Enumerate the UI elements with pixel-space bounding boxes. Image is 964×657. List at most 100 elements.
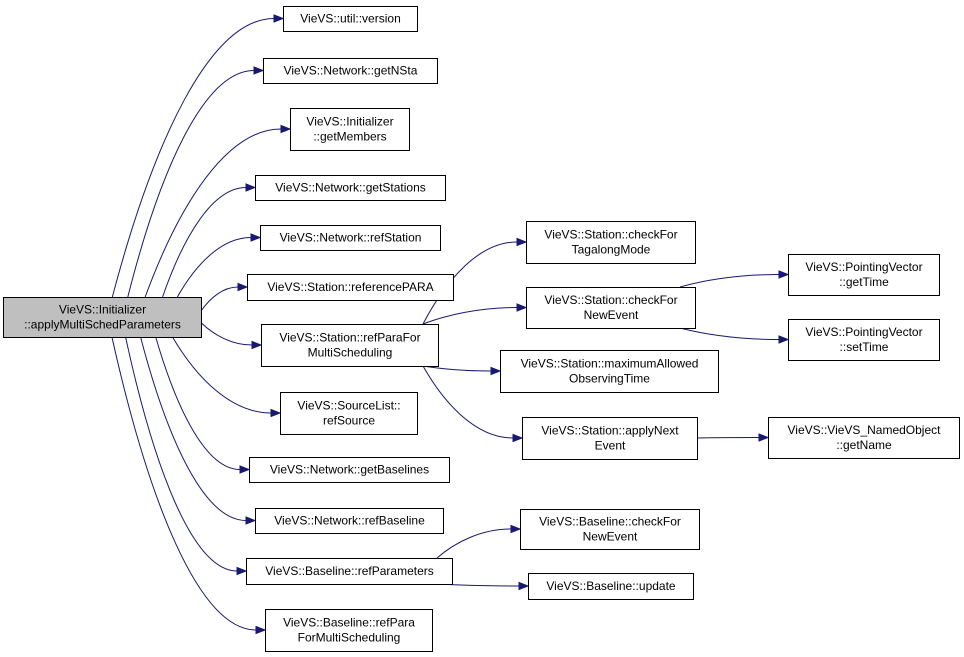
call-edge-root-to-net_refBaseline xyxy=(140,336,257,525)
call-edge-sta_refParaMS-to-sta_maxObs xyxy=(422,365,502,376)
call-edge-root-to-bl_refParameters xyxy=(125,336,248,576)
edge-arrowhead xyxy=(245,183,257,192)
edge-line xyxy=(127,70,255,298)
node-box xyxy=(283,6,418,32)
node-box xyxy=(526,287,696,329)
edge-line xyxy=(111,18,275,298)
node-no-getName[interactable]: VieVS::VieVS_NamedObject::getName xyxy=(768,417,960,459)
edge-arrowhead xyxy=(239,465,251,474)
node-util-version[interactable]: VieVS::util::version xyxy=(283,6,418,32)
node-label-line: ForMultiScheduling xyxy=(298,631,401,645)
edge-arrowhead xyxy=(253,66,265,75)
edge-line xyxy=(679,327,780,340)
edge-arrowhead xyxy=(518,581,530,591)
call-edge-root-to-net_getBaselines xyxy=(155,336,251,474)
node-box xyxy=(522,417,698,460)
node-box xyxy=(249,457,450,483)
node-label-line: NewEvent xyxy=(583,530,638,544)
edge-line xyxy=(200,322,253,346)
node-box xyxy=(265,609,433,652)
node-box xyxy=(788,319,940,361)
node-label-line: VieVS::Initializer xyxy=(306,115,393,129)
node-label-line: ::applyMultiSchedParameters xyxy=(24,318,181,332)
edge-line xyxy=(144,128,282,298)
node-label-line: ::getTime xyxy=(839,275,889,289)
edge-line xyxy=(155,336,241,470)
edge-line xyxy=(172,336,272,414)
node-bl-refParameters[interactable]: VieVS::Baseline::refParameters xyxy=(246,558,453,585)
node-label-line: VieVS::Network::refStation xyxy=(280,231,422,245)
node-label-line: VieVS::Baseline::checkFor xyxy=(539,515,681,529)
edge-line xyxy=(422,241,518,325)
node-box xyxy=(255,508,444,534)
node-box xyxy=(788,254,940,296)
node-net-getStations[interactable]: VieVS::Network::getStations xyxy=(255,175,446,201)
call-edge-sta_newEvent-to-pv_getTime xyxy=(679,270,790,288)
node-label-line: TagalongMode xyxy=(572,243,651,257)
node-sta-refParaMS[interactable]: VieVS::Station::refParaForMultiSchedulin… xyxy=(261,324,439,367)
node-box xyxy=(261,324,439,367)
node-label-line: MultiScheduling xyxy=(308,346,393,360)
call-edge-root-to-net_getNSta xyxy=(127,66,265,298)
node-net-refBaseline[interactable]: VieVS::Network::refBaseline xyxy=(255,508,444,534)
node-box xyxy=(260,225,441,251)
node-label-line: VieVS::Network::refBaseline xyxy=(274,514,425,528)
call-edge-sta_refParaMS-to-sta_tagalong xyxy=(422,237,528,325)
node-label-line: ObservingTime xyxy=(569,372,650,386)
edge-arrowhead xyxy=(516,303,528,312)
node-box xyxy=(500,350,719,393)
call-edge-bl_refParameters-to-bl_newEvent xyxy=(436,524,522,559)
node-label-line: VieVS::Network::getBaselines xyxy=(270,463,429,477)
edge-arrowhead xyxy=(236,566,248,576)
edge-line xyxy=(696,437,760,439)
node-init-getMembers[interactable]: VieVS::Initializer::getMembers xyxy=(290,108,410,151)
node-pv-getTime[interactable]: VieVS::PointingVector::getTime xyxy=(788,254,940,296)
edge-arrowhead xyxy=(245,516,257,525)
node-label-line: refSource xyxy=(323,414,375,428)
node-label-line: VieVS::Station::checkFor xyxy=(544,293,677,307)
node-bl-refParaMS[interactable]: VieVS::Baseline::refParaForMultiScheduli… xyxy=(265,609,433,652)
node-label-line: ::getMembers xyxy=(313,130,386,144)
call-edge-sta_newEvent-to-pv_setTime xyxy=(679,327,790,344)
edge-arrowhead xyxy=(280,124,292,134)
edge-line xyxy=(436,528,512,559)
edge-arrowhead xyxy=(516,237,528,247)
edge-arrowhead xyxy=(510,524,522,534)
node-label-line: VieVS::Baseline::refParameters xyxy=(265,564,434,578)
node-sta-maxObs[interactable]: VieVS::Station::maximumAllowedObservingT… xyxy=(500,350,719,393)
edge-arrowhead xyxy=(237,282,249,292)
call-edge-root-to-sta_referencePARA xyxy=(200,282,249,312)
call-edge-sta_refParaMS-to-sta_applyNext xyxy=(422,365,524,443)
node-bl-update[interactable]: VieVS::Baseline::update xyxy=(528,573,694,600)
node-label-line: VieVS::Station::checkFor xyxy=(544,228,677,242)
node-box xyxy=(528,573,694,600)
edge-line xyxy=(140,336,247,521)
node-sta-referencePARA[interactable]: VieVS::Station::referencePARA xyxy=(247,274,454,301)
node-pv-setTime[interactable]: VieVS::PointingVector::setTime xyxy=(788,319,940,361)
node-net-getNSta[interactable]: VieVS::Network::getNSta xyxy=(263,58,438,84)
call-edge-root-to-sta_refParaMS xyxy=(200,322,263,350)
edge-line xyxy=(111,336,257,631)
node-box xyxy=(768,417,960,459)
node-root[interactable]: VieVS::Initializer::applyMultiSchedParam… xyxy=(3,297,202,338)
node-net-refStation[interactable]: VieVS::Network::refStation xyxy=(260,225,441,251)
call-edge-root-to-src_refSource xyxy=(172,336,282,418)
edge-arrowhead xyxy=(251,340,263,350)
node-net-getBaselines[interactable]: VieVS::Network::getBaselines xyxy=(249,457,450,483)
edge-line xyxy=(162,187,247,298)
node-src-refSource[interactable]: VieVS::SourceList::refSource xyxy=(280,392,418,435)
node-label-line: ::setTime xyxy=(840,340,889,354)
edge-arrowhead xyxy=(273,14,285,23)
node-box xyxy=(247,274,454,301)
node-label-line: VieVS::Station::maximumAllowed xyxy=(521,357,699,371)
edge-line xyxy=(422,307,518,325)
call-edge-root-to-init_getMembers xyxy=(144,124,292,298)
call-edge-root-to-net_getStations xyxy=(162,183,257,298)
node-label-line: NewEvent xyxy=(584,308,639,322)
edge-line xyxy=(200,286,239,312)
